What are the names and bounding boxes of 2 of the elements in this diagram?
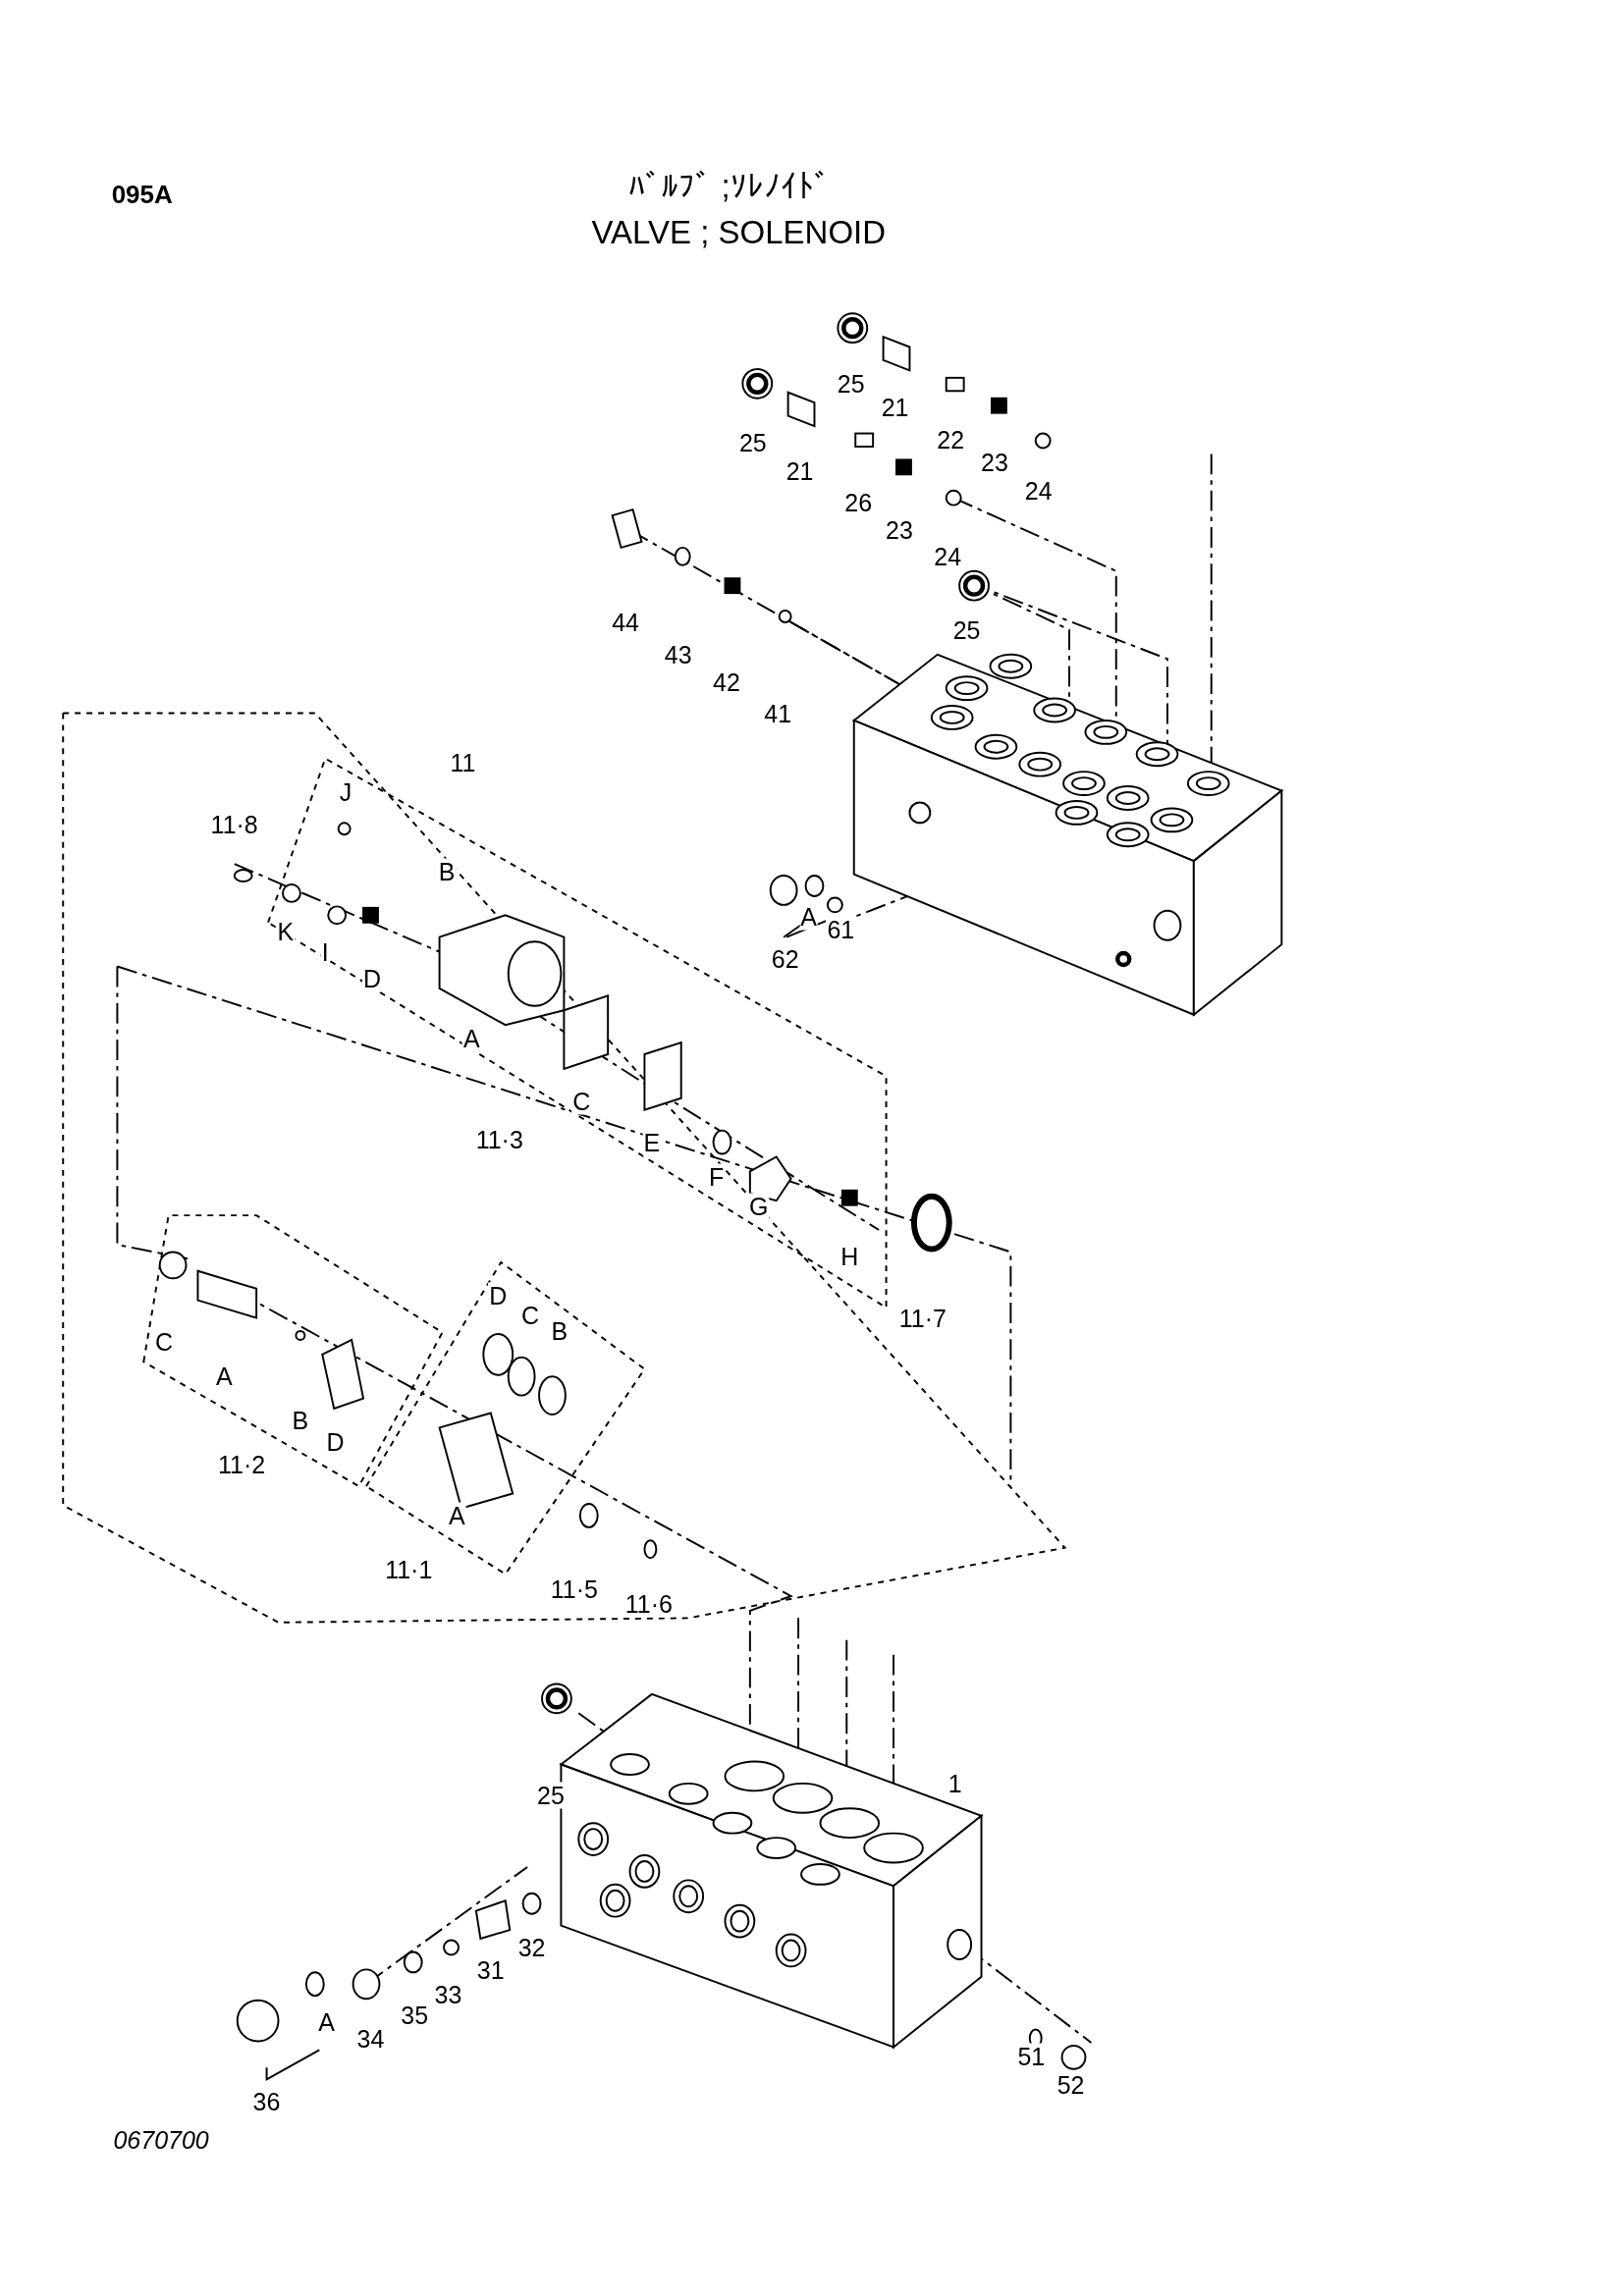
callout-number: 25 (536, 1782, 566, 1809)
callout-number: G (748, 1193, 770, 1220)
